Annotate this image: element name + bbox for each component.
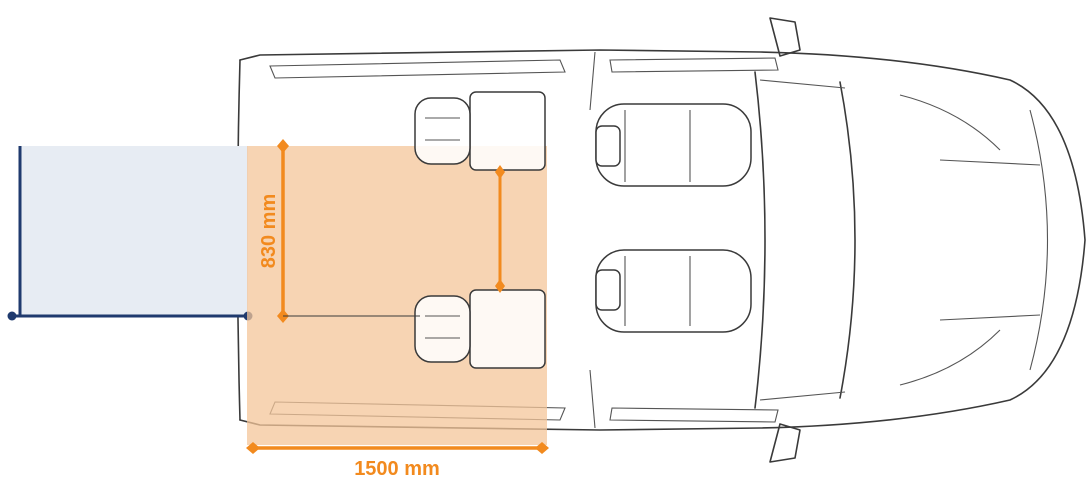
ramp-platform	[7, 146, 253, 321]
width-dimension	[277, 139, 505, 323]
length-dimension	[246, 442, 549, 454]
front-seat-bottom	[595, 249, 752, 333]
length-dimension-label: 1500 mm	[354, 458, 440, 480]
rear-seat-bottom	[414, 289, 546, 369]
front-seat-top	[595, 103, 752, 187]
van-outline	[236, 17, 1086, 463]
rear-seat-top	[414, 91, 546, 171]
width-dimension-label: 830 mm	[258, 194, 280, 269]
